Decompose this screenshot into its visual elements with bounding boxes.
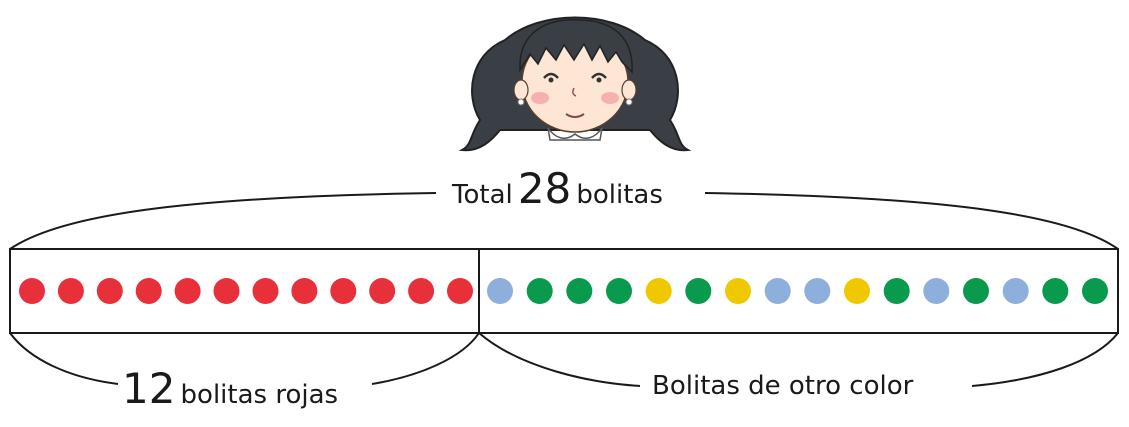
girl-collar (547, 127, 603, 141)
red-bead (19, 278, 45, 304)
total-suffix: bolitas (576, 180, 663, 210)
green-bead (685, 278, 712, 304)
red-beads-label: 12 bolitas rojas (118, 368, 343, 410)
red-bead (330, 278, 357, 304)
bar-outline (9, 248, 1119, 334)
total-prefix: Total (452, 180, 513, 210)
green-bead (1042, 278, 1069, 304)
red-beads-group (19, 278, 473, 304)
yellow-bead (645, 278, 672, 304)
girl-mouth (565, 113, 585, 118)
girl-earring-right (625, 98, 633, 106)
red-bead (252, 278, 279, 304)
red-count: 12 (122, 364, 176, 413)
blue-bead (923, 278, 950, 304)
green-bead (1082, 278, 1108, 304)
total-number: 28 (517, 164, 572, 213)
red-bead (135, 278, 162, 304)
blue-bead (1002, 278, 1029, 304)
red-bead (213, 278, 240, 304)
yellow-bead (844, 278, 870, 304)
green-bead (526, 278, 553, 304)
green-bead (606, 278, 632, 304)
red-bead (291, 278, 318, 304)
girl-face-illustration (458, 16, 692, 152)
yellow-bead (725, 278, 751, 304)
girl-pupil-left (548, 77, 554, 83)
red-bead (96, 278, 123, 304)
red-bead (408, 278, 435, 304)
red-bead (174, 278, 201, 304)
other-color-beads-group (487, 278, 1108, 304)
red-bead (57, 278, 84, 304)
other-beads-brace (478, 332, 1119, 387)
girl-eye-left (543, 72, 559, 79)
girl-eye-right (591, 72, 607, 79)
total-label: Total 28 bolitas (446, 168, 669, 210)
green-bead (963, 278, 989, 304)
girl-ear-right (621, 79, 637, 101)
blue-bead (764, 278, 791, 304)
girl-nose (572, 87, 577, 97)
girl-hair-bangs (519, 19, 633, 74)
girl-earring-left (517, 98, 525, 106)
green-bead (566, 278, 593, 304)
red-beads-brace (9, 332, 480, 385)
blue-bead (804, 278, 831, 304)
total-brace (9, 192, 1119, 250)
girl-pupil-right (596, 77, 602, 83)
girl-cheek-right (601, 92, 619, 104)
red-beads-text: bolitas rojas (180, 380, 339, 410)
other-beads-text: Bolitas de otro color (652, 371, 914, 401)
red-bead (447, 278, 473, 304)
girl-ear-left (513, 79, 529, 101)
other-beads-label: Bolitas de otro color (646, 371, 920, 401)
red-bead (369, 278, 396, 304)
girl-cheek-left (531, 92, 549, 104)
blue-bead (487, 278, 513, 304)
green-bead (883, 278, 910, 304)
